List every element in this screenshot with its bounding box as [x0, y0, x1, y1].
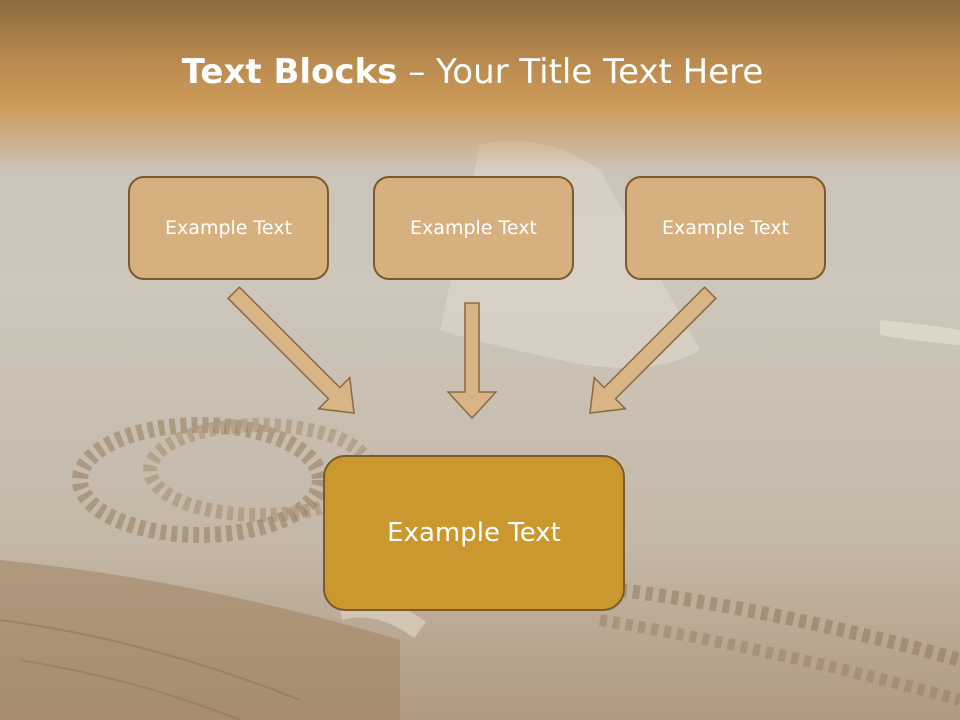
title-separator: –	[397, 52, 437, 92]
text-block-3-label: Example Text	[662, 217, 789, 239]
text-block-main[interactable]: Example Text	[323, 455, 625, 611]
text-block-1-label: Example Text	[165, 217, 292, 239]
arrow-right	[589, 286, 717, 414]
title-band	[0, 0, 960, 170]
arrow-center	[446, 302, 498, 420]
text-block-3[interactable]: Example Text	[625, 176, 826, 280]
slide-title: Text Blocks – Your Title Text Here	[0, 52, 945, 92]
title-bold: Text Blocks	[181, 52, 398, 92]
title-rest: Your Title Text Here	[436, 52, 764, 92]
text-block-2[interactable]: Example Text	[373, 176, 574, 280]
arrow-left	[227, 286, 355, 414]
text-block-2-label: Example Text	[410, 217, 537, 239]
text-block-main-label: Example Text	[387, 518, 561, 548]
text-block-1[interactable]: Example Text	[128, 176, 329, 280]
